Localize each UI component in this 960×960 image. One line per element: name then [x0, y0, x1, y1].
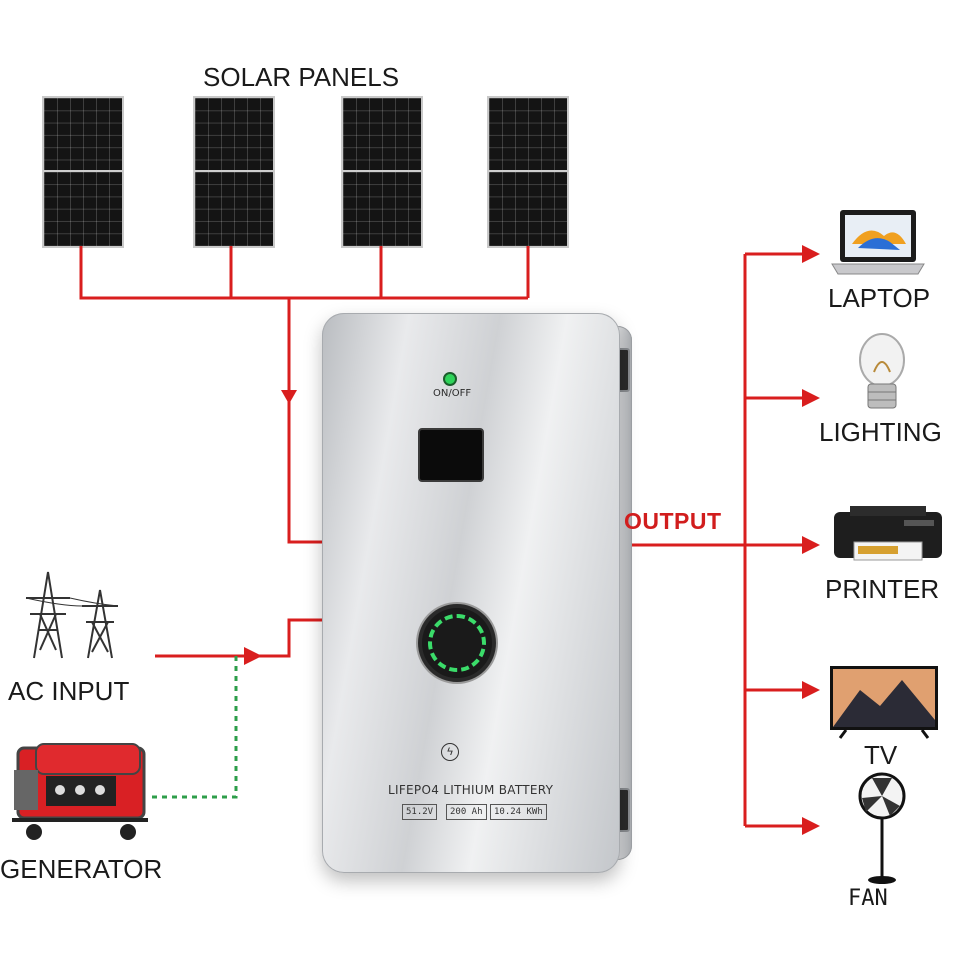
- device-label-laptop: LAPTOP: [828, 283, 931, 313]
- onoff-label: ON/OFF: [433, 388, 472, 399]
- lightning-bolt-icon: ϟ: [441, 743, 459, 761]
- ac-arrow: [244, 647, 262, 665]
- device-label-tv: TV: [864, 740, 898, 770]
- output-wiring: [620, 252, 805, 828]
- solar-panel-2: [193, 96, 275, 248]
- output-arrows: [802, 245, 820, 835]
- output-label: OUTPUT: [624, 508, 722, 534]
- generator-label: GENERATOR: [0, 854, 163, 884]
- solar-panels-title: SOLAR PANELS: [203, 62, 400, 92]
- generator-icon: [12, 743, 148, 840]
- battery-spec-capacity: 200 Ah: [446, 804, 487, 820]
- power-led-button[interactable]: [443, 372, 457, 386]
- battery-level-gauge: [418, 604, 496, 682]
- tv-icon: [830, 666, 938, 739]
- solar-panel-3: [341, 96, 423, 248]
- solar-panel-1: [42, 96, 124, 248]
- laptop-icon: [831, 210, 925, 275]
- generator-wiring: [152, 656, 238, 799]
- ac-input-label: AC INPUT: [8, 676, 130, 706]
- battery-name: LIFEPO4 LITHIUM BATTERY: [388, 783, 554, 797]
- solar-wiring: [79, 246, 530, 544]
- solar-panel-4: [487, 96, 569, 248]
- device-label-fan: FAN: [848, 886, 888, 911]
- light-bulb-icon: [859, 333, 905, 409]
- battery-spec-energy: 10.24 KWh: [490, 804, 547, 820]
- battery-spec-voltage: 51.2V: [402, 804, 438, 820]
- device-label-printer: PRINTER: [825, 574, 940, 604]
- power-pylon-icon: [25, 571, 119, 659]
- device-label-lighting: LIGHTING: [819, 417, 942, 447]
- ac-wiring: [155, 618, 322, 658]
- lithium-battery-unit: [322, 313, 620, 873]
- battery-display-screen: [418, 428, 484, 482]
- fan-icon: [858, 772, 906, 884]
- solar-arrow: [281, 390, 297, 404]
- printer-icon: [834, 506, 942, 561]
